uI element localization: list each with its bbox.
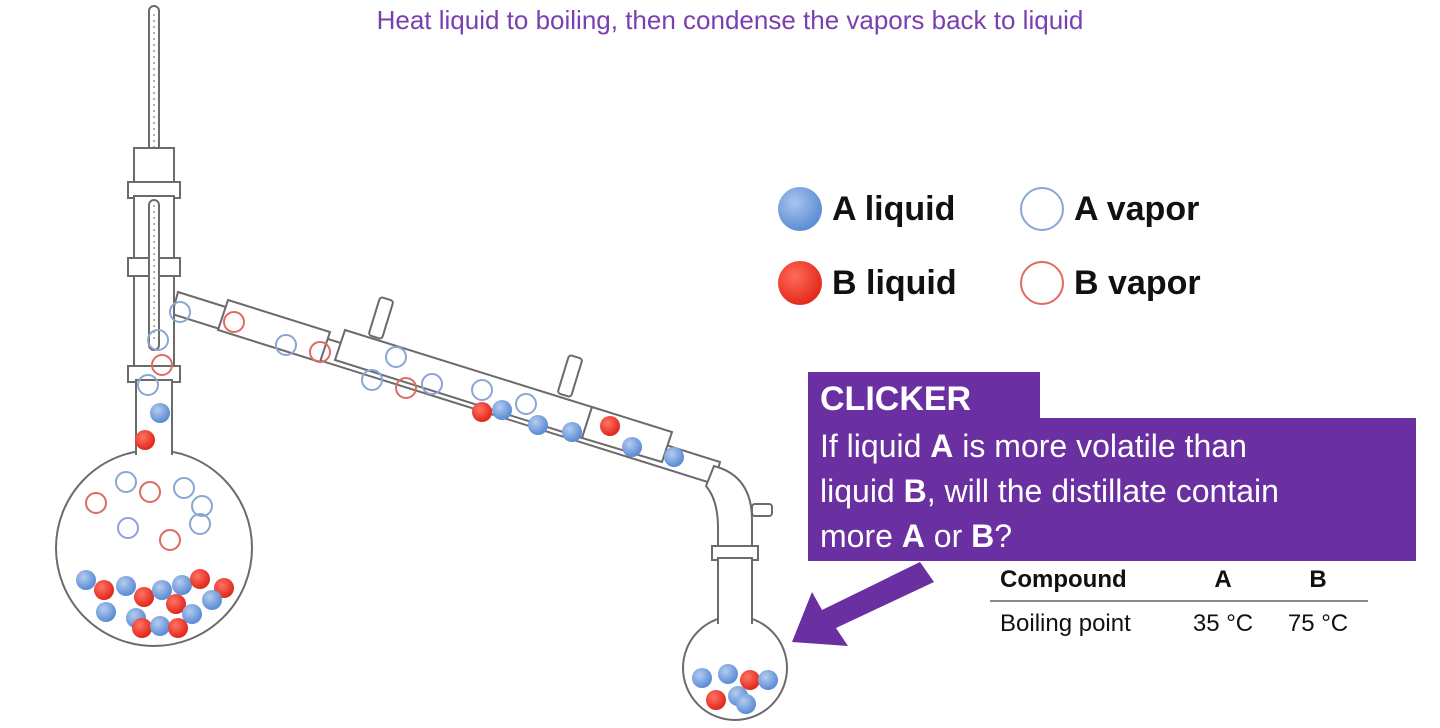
legend-b-vapor-label: B vapor [1074,263,1201,302]
legend-a-vapor: A vapor [1020,186,1199,232]
header-compound: Compound [990,566,1178,602]
a-liquid-icon [778,187,822,231]
question-line-1: If liquid A is more volatile than [820,428,1247,464]
page-title: Heat liquid to boiling, then condense th… [376,5,1084,35]
legend-b-liquid-label: B liquid [832,263,957,302]
b-vapor-icon [1020,261,1064,305]
boiling-point-table: Compound A B Boiling point 35 °C 75 °C [990,566,1368,638]
a-vapor-icon [1020,187,1064,231]
boiling-point-b: 75 °C [1287,610,1349,637]
boiling-point-a: 35 °C [1192,610,1254,637]
clicker-heading: CLICKER [808,372,1040,422]
condenser [170,290,722,486]
clicker-question: If liquid A is more volatile than liquid… [808,418,1416,561]
adapter [704,464,773,549]
boiling-flask [55,430,253,647]
legend-a-liquid: A liquid [778,186,955,232]
question-line-2: liquid B, will the distillate contain [820,473,1279,509]
row-label: Boiling point [1000,610,1131,637]
arrow-icon [792,562,934,646]
legend-a-liquid-label: A liquid [832,189,956,228]
table-header-row: Compound A B [990,566,1368,602]
legend-b-vapor: B vapor [1020,260,1201,306]
legend-a-vapor-label: A vapor [1074,189,1200,228]
header-a: A [1178,566,1268,602]
molecules-liquid [76,400,778,714]
question-line-3: more A or B? [820,518,1013,554]
legend-b-liquid: B liquid [778,260,957,306]
header-b: B [1268,566,1368,602]
molecules-vapor [85,301,537,551]
distillation-head [127,147,181,441]
b-liquid-icon [778,261,822,305]
table-row: Boiling point 35 °C 75 °C [990,601,1368,638]
